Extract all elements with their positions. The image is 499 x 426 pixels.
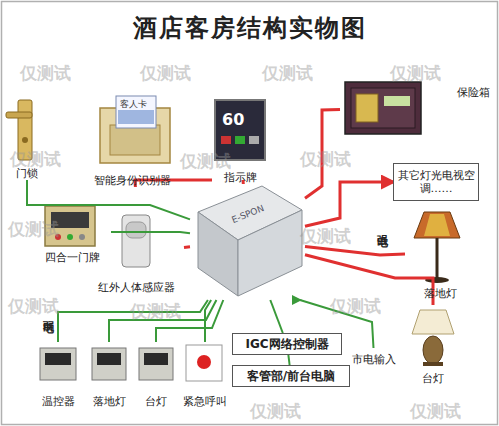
- power-wire: [184, 245, 190, 249]
- signal-wire: [109, 300, 216, 342]
- watermark: 仅测试: [390, 62, 441, 85]
- pir-sensor-drawing: [122, 215, 150, 267]
- watermark: 仅测试: [140, 62, 191, 85]
- device-label: 客管部/前台电脑: [247, 369, 335, 383]
- room-controller: E-SPON: [190, 180, 305, 300]
- pir-sensor: 红外人体感应器: [88, 212, 184, 294]
- device-label: 台灯: [422, 372, 444, 385]
- watermark: 仅测试: [410, 400, 461, 423]
- floor-lamp: 落地灯: [405, 205, 475, 300]
- diagram-title: 酒店客房结构实物图: [0, 12, 499, 44]
- watermark: 仅测试: [300, 225, 351, 248]
- emergency-call: 紧急呼叫: [178, 342, 232, 408]
- safe-box: 保险箱: [340, 78, 490, 138]
- table-lamp: 台灯: [400, 305, 466, 385]
- thermostat: 温控器: [30, 342, 86, 408]
- device-label: 红外人体感应器: [98, 281, 175, 294]
- device-label: 落地灯: [93, 395, 126, 408]
- table-lamp-switch: 台灯: [134, 342, 178, 408]
- card-reader-drawing: [100, 96, 170, 163]
- watermark: 仅测试: [250, 400, 301, 423]
- watermark: 仅测试: [130, 300, 181, 323]
- signal-wire: [111, 232, 190, 233]
- device-label: 温控器: [42, 395, 75, 408]
- watermark: 仅测试: [330, 295, 381, 318]
- watermark: 仅测试: [300, 148, 351, 171]
- device-label: 落地灯: [424, 287, 457, 300]
- watermark: 仅测试: [10, 148, 61, 171]
- watermark: 仅测试: [180, 150, 231, 173]
- watermark: 仅测试: [8, 295, 59, 318]
- floor-lamp-switch-drawing: [92, 348, 126, 380]
- table-lamp-drawing: [412, 310, 454, 366]
- signal-wire: [288, 355, 289, 365]
- emergency-button-drawing: [186, 345, 222, 381]
- front-desk-box: 客管部/前台电脑: [232, 365, 350, 387]
- device-label: 台灯: [145, 395, 167, 408]
- watermark: 仅测试: [8, 218, 59, 241]
- appliance-box: 其它灯光电视空调……: [393, 163, 479, 201]
- network-controller: IGC网络控制器: [232, 333, 342, 355]
- watermark: 仅测试: [20, 62, 71, 85]
- controller-box-shape: [190, 180, 305, 300]
- device-label: 保险箱: [457, 86, 490, 99]
- power-type-label: 强电: [374, 226, 389, 228]
- device-label: 四合一门牌: [45, 251, 100, 264]
- floor-lamp-switch: 落地灯: [85, 342, 133, 408]
- device-label: 紧急呼叫: [183, 395, 227, 408]
- power-wire: [305, 182, 393, 226]
- thermostat-drawing: [40, 348, 76, 380]
- device-label: IGC网络控制器: [245, 337, 328, 351]
- signal-wire: [270, 300, 283, 333]
- device-label: 其它灯光电视空调……: [394, 169, 478, 195]
- safe-drawing: [345, 82, 421, 134]
- card-text: 客人卡: [120, 98, 147, 111]
- mains-input: 市电输入: [345, 348, 403, 366]
- signal-wire: [205, 300, 211, 342]
- watermark: 仅测试: [262, 62, 313, 85]
- table-lamp-switch-drawing: [139, 348, 173, 380]
- display-number: 60: [222, 110, 244, 129]
- floor-lamp-drawing: [414, 212, 460, 283]
- power-wire: [305, 247, 405, 256]
- device-label: 市电输入: [352, 353, 396, 366]
- device-label: 智能身份识别器: [94, 174, 171, 187]
- device-label: 指示牌: [224, 171, 257, 184]
